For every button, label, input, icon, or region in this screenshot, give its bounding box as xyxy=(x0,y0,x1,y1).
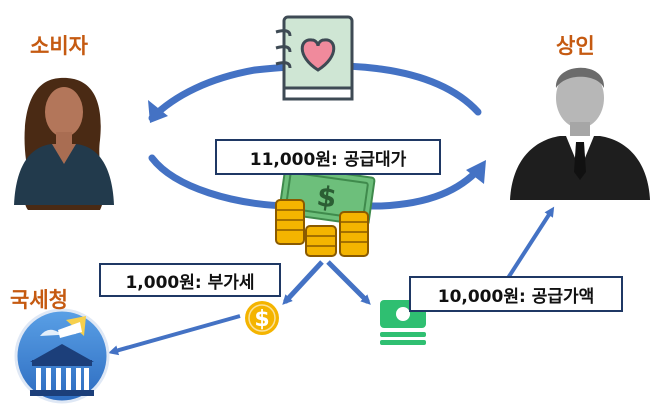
vat-to-tax-office-arrow xyxy=(108,314,241,356)
supply-split-arrow xyxy=(326,260,371,305)
supply-to-merchant-arrow xyxy=(506,206,555,280)
consumer-label: 소비자 xyxy=(30,34,88,58)
merchant-label: 상인 xyxy=(556,34,595,58)
top-flow-arrow xyxy=(148,62,482,122)
merchant-avatar xyxy=(510,67,650,200)
dollar-coin-icon: $ xyxy=(245,301,279,335)
tax-office-building-icon xyxy=(14,308,110,404)
consumer-avatar xyxy=(14,77,114,210)
tax-office-label: 국세청 xyxy=(10,288,68,312)
top-flow-arrowhead xyxy=(148,100,168,123)
total-supply-price-box: 11,000원: 공급대가 xyxy=(215,139,441,175)
svg-text:$: $ xyxy=(254,307,269,332)
heart-book-icon xyxy=(275,15,354,101)
money-stack-icon: $ xyxy=(275,164,376,257)
svg-text:$: $ xyxy=(315,179,339,214)
bottom-flow-arrowhead xyxy=(466,160,486,184)
vat-split-arrow xyxy=(282,260,324,305)
supply-value-box: 10,000원: 공급가액 xyxy=(409,276,623,312)
vat-box: 1,000원: 부가세 xyxy=(99,263,281,297)
